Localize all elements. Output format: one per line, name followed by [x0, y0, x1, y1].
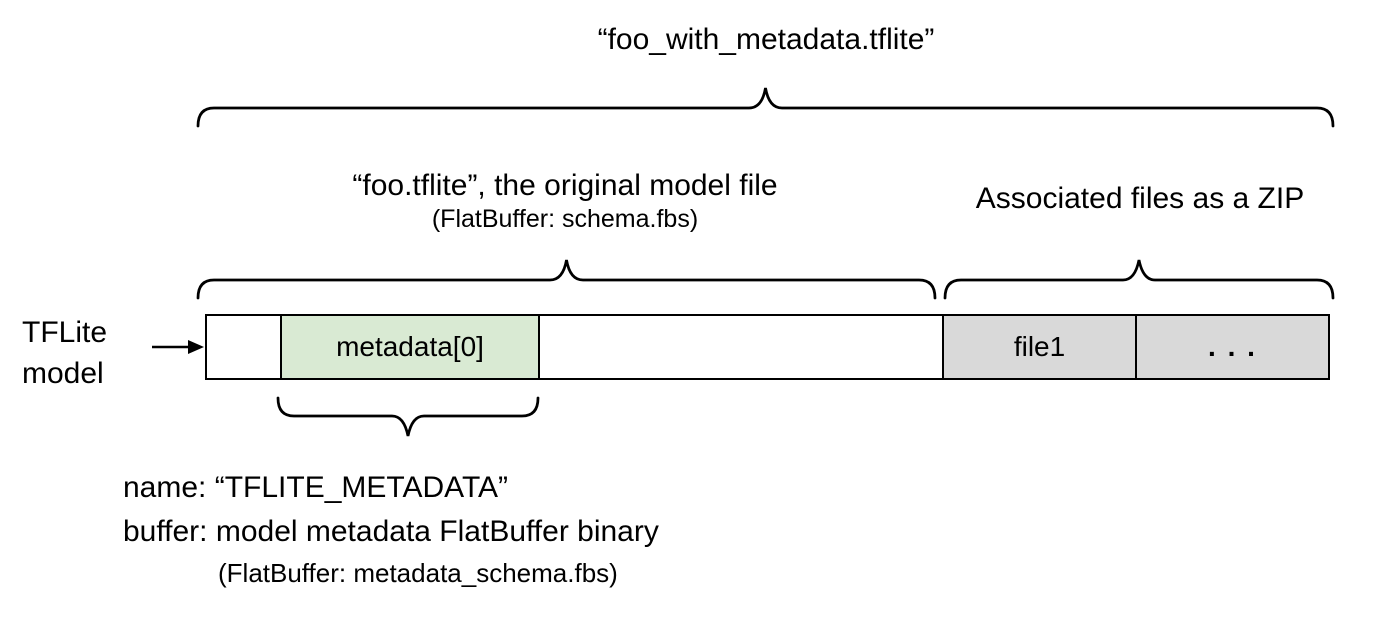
bar-segment-file1: file1: [942, 316, 1135, 378]
brace-whole-file: [196, 87, 1335, 128]
bar-segment-model-body: [538, 316, 942, 378]
metadata-note: name: “TFLITE_METADATA” buffer: model me…: [123, 466, 659, 592]
brace-model-file: [196, 259, 937, 300]
file-structure-bar: metadata[0] file1 . . .: [205, 314, 1330, 380]
associated-files-label: Associated files as a ZIP: [975, 182, 1305, 215]
metadata-note-buffer: buffer: model metadata FlatBuffer binary: [123, 515, 659, 548]
model-file-label: “foo.tflite”, the original model file: [352, 169, 778, 202]
bar-segment-metadata0: metadata[0]: [280, 316, 538, 378]
metadata-note-schema: (FlatBuffer: metadata_schema.fbs): [218, 558, 618, 588]
tflite-model-label-line1: TFLite: [22, 316, 108, 349]
tflite-model-label-line2: model: [22, 357, 104, 390]
bar-segment-header: [207, 316, 280, 378]
brace-metadata-segment: [276, 396, 540, 437]
model-file-sublabel: (FlatBuffer: schema.fbs): [431, 205, 699, 233]
bar-segment-more-files: . . .: [1135, 316, 1328, 378]
model-file-label-group: “foo.tflite”, the original model file (F…: [215, 168, 915, 235]
metadata-note-name: name: “TFLITE_METADATA”: [123, 471, 509, 504]
file-with-metadata-title: “foo_with_metadata.tflite”: [597, 23, 935, 56]
arrow-right-icon: [152, 340, 204, 354]
brace-associated-files: [943, 259, 1335, 300]
tflite-model-label: TFLite model: [22, 312, 107, 394]
